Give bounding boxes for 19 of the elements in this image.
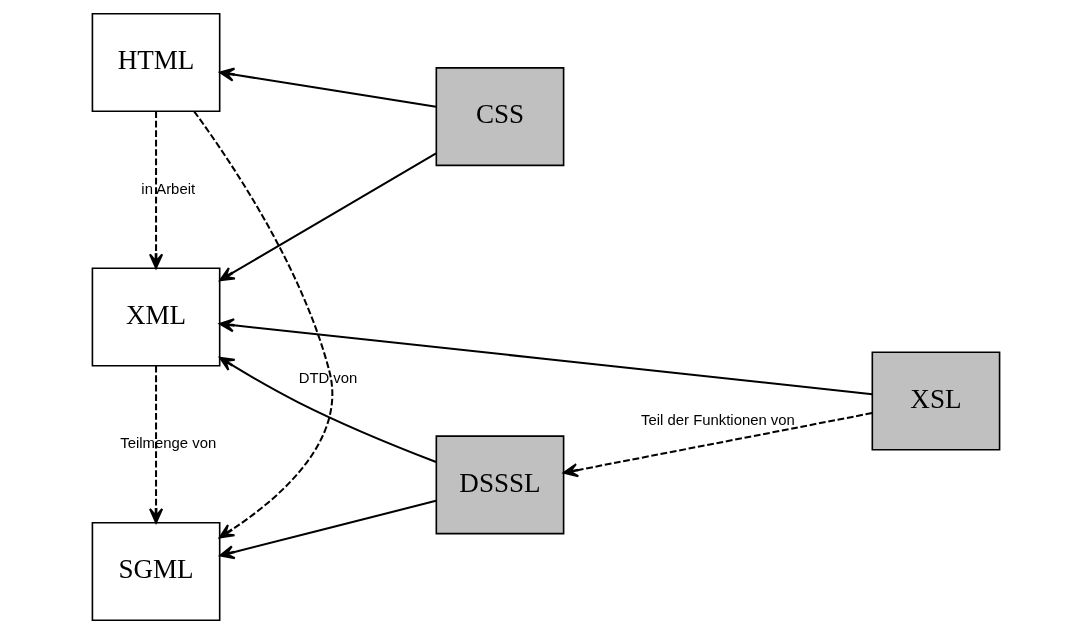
arrow bbox=[562, 412, 872, 478]
arrow bbox=[218, 499, 436, 560]
edge-label: Teil der Funktionen von bbox=[640, 412, 795, 429]
node-box: HTML bbox=[91, 12, 220, 112]
arrow bbox=[218, 318, 872, 396]
node-box: CSS bbox=[435, 67, 564, 167]
arrow bbox=[218, 152, 437, 282]
arrow bbox=[148, 365, 163, 524]
arrow bbox=[148, 111, 163, 269]
node-box: XSL bbox=[871, 351, 1000, 451]
edge-label: in Arbeit bbox=[140, 180, 195, 197]
arrow bbox=[192, 110, 333, 539]
node-box: DSSSL bbox=[435, 435, 564, 535]
node-box: SGML bbox=[91, 522, 220, 622]
edge-label: DTD von bbox=[298, 370, 357, 387]
arrow bbox=[218, 356, 436, 463]
edge-label: Teilmenge von bbox=[119, 435, 216, 452]
arrow bbox=[218, 67, 436, 108]
node-box: XML bbox=[91, 267, 220, 367]
